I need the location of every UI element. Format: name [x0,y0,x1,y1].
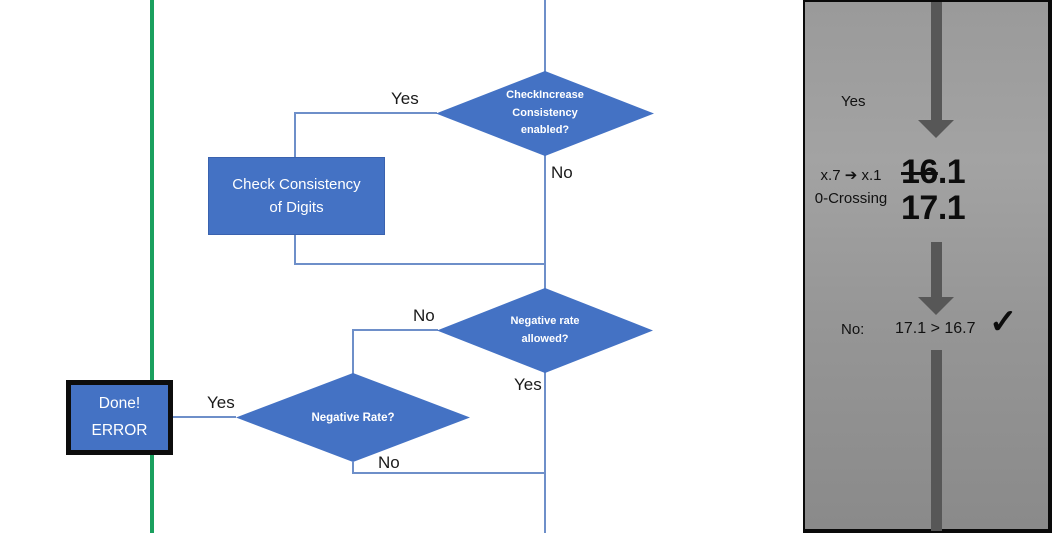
connector-no2-horizontal [353,329,438,331]
down-arrow-2-head [918,297,954,315]
panel-old-value-struck: 16 [901,153,938,191]
down-arrow-1-head [918,120,954,138]
panel-new-value: 17.1 [901,189,966,228]
connector-top-entry [544,0,546,72]
connector-no3-vertical [352,462,354,474]
check-mark-icon: ✓ [989,303,1018,341]
decision-check-increase-consistency: CheckIncrease Consistency enabled? [436,71,654,156]
panel-result-label: No: [841,321,865,338]
panel-result-comparison: 17.1 > 16.7 [895,320,976,337]
panel-case-line2: 0-Crossing [814,189,888,207]
edge-label-yes-middle: Yes [514,375,542,394]
edge-label-yes-top: Yes [391,89,419,108]
panel-values: 16.1 17.1 [901,153,966,228]
down-arrow-2-shaft [931,242,942,298]
edge-label-yes-bottom: Yes [207,393,235,412]
edge-label-no-top: No [551,163,573,182]
process-check-consistency-of-digits: Check Consistency of Digits [208,157,385,235]
annotation-panel: Yes x.7 ➔ x.1 0-Crossing 16.1 17.1 No: 1… [803,0,1052,533]
connector-process-down [294,235,296,264]
green-divider-line [150,0,154,533]
edge-label-no-bottom: No [378,453,400,472]
connector-no1-vertical [544,155,546,289]
panel-old-value-suffix: .1 [937,153,966,191]
connector-no2-vertical [352,329,354,374]
connector-merge-horizontal [294,263,545,265]
panel-case-label: x.7 ➔ x.1 0-Crossing [806,165,896,210]
connector-yes1-vertical [294,112,296,158]
terminal-done-error: Done! ERROR [66,380,173,455]
connector-yes3-horizontal [173,416,236,418]
decision-negative-rate-allowed: Negative rate allowed? [437,288,653,373]
down-arrow-3-shaft [931,350,942,531]
down-arrow-1-shaft [931,2,942,121]
panel-case-line1: x.7 ➔ x.1 [820,167,882,184]
edge-label-no-middle: No [413,306,435,325]
panel-yes-label: Yes [841,93,866,110]
connector-yes1-horizontal [295,112,437,114]
decision-negative-rate: Negative Rate? [236,373,470,462]
panel-old-value: 16.1 [901,153,966,191]
connector-no3-horizontal [352,472,545,474]
connector-yes2-vertical [544,372,546,533]
